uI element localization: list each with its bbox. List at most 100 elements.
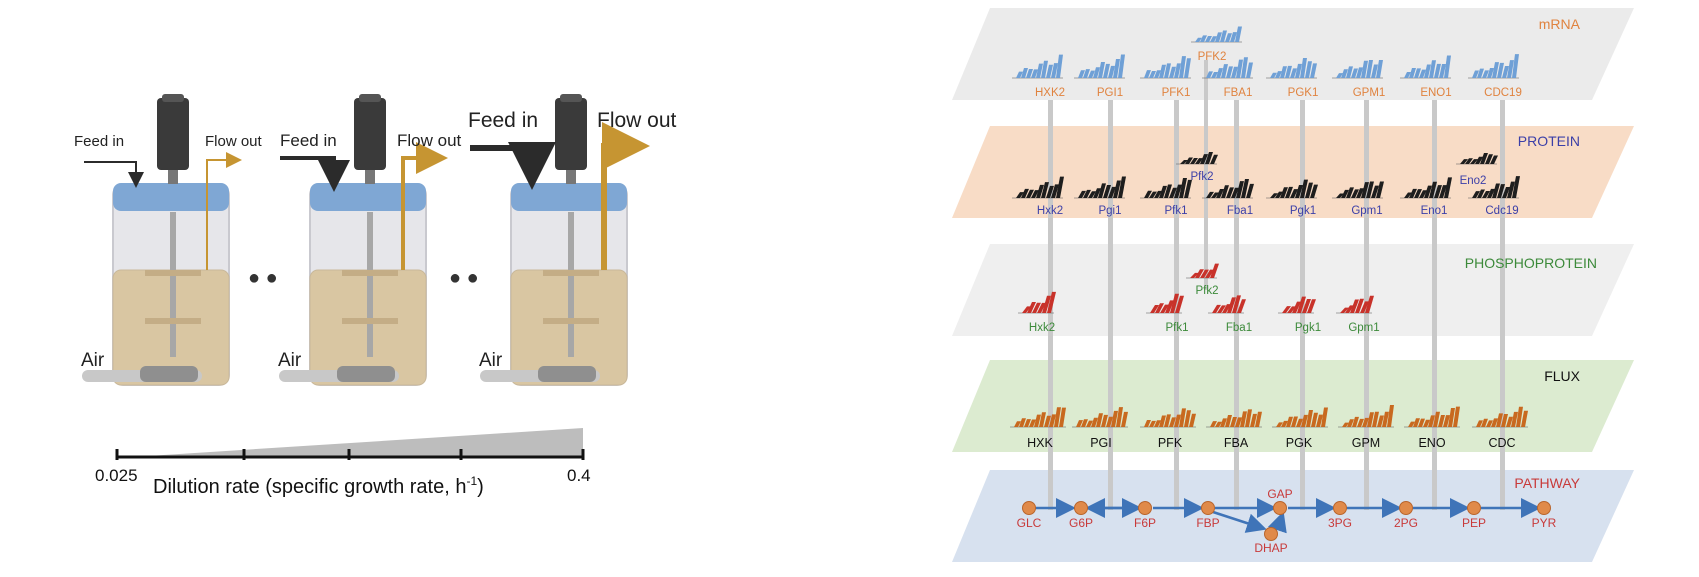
histogram-bar: [1210, 263, 1219, 278]
feed-label-2: Feed in: [280, 131, 337, 150]
histogram-bar: [1108, 65, 1115, 78]
histogram-bar: [1377, 415, 1384, 427]
histogram-bar: [1210, 421, 1217, 427]
histogram-bar: [1497, 62, 1504, 78]
histogram-bar: [1360, 301, 1369, 313]
mrna-label: PGK1: [1288, 87, 1319, 99]
phospho-label: Pfk1: [1165, 322, 1188, 334]
histogram-bar: [1235, 26, 1242, 42]
histogram-bar: [1362, 417, 1369, 427]
histogram-bar: [1424, 185, 1432, 198]
histogram-bar: [1476, 420, 1483, 427]
histogram-bar: [1482, 70, 1489, 78]
histogram-bar: [1093, 188, 1101, 198]
histogram-bar: [1434, 185, 1442, 198]
histogram-bar: [1290, 189, 1298, 198]
histogram-bar: [1448, 407, 1455, 427]
histogram-bar: [1487, 68, 1494, 78]
feed-label-1: Feed in: [74, 133, 124, 150]
histogram-bar: [1232, 295, 1241, 313]
histogram-bar: [1220, 30, 1227, 42]
histogram-bar: [1496, 413, 1503, 427]
histogram-bar: [1409, 68, 1416, 78]
pathway-node-label: F6P: [1134, 516, 1156, 530]
histogram-bar: [1444, 55, 1451, 78]
histogram-bar: [1227, 297, 1236, 313]
histogram-bar: [1302, 299, 1311, 313]
histogram-bar: [1205, 36, 1212, 42]
histogram-bar: [1195, 37, 1202, 42]
histogram-bar: [1424, 64, 1431, 78]
phospho-extra-label: Pfk2: [1195, 285, 1218, 297]
histogram-bar: [1160, 304, 1169, 313]
histogram-bar: [1465, 158, 1473, 164]
histogram-bar: [1276, 422, 1283, 427]
pathway-node: [1264, 527, 1278, 541]
histogram-bar: [1029, 419, 1036, 427]
histogram-bar: [1205, 269, 1214, 278]
histogram-bar: [1491, 418, 1498, 427]
pathway-node: [1537, 501, 1551, 515]
histogram-bar: [1170, 293, 1179, 313]
histogram-bar: [1387, 405, 1394, 427]
histogram-bar: [1051, 63, 1058, 78]
histogram-bar: [1409, 188, 1417, 198]
histogram-bar: [1404, 192, 1412, 198]
histogram-bar: [1492, 183, 1500, 198]
histogram-bar: [1159, 185, 1167, 198]
histogram-bar: [1098, 62, 1105, 78]
histogram-bar: [1195, 158, 1203, 164]
separator-2: ● ●: [449, 267, 479, 289]
histogram-bar: [1414, 68, 1421, 78]
histogram-bar: [1237, 299, 1246, 313]
pathway-node-label: FBP: [1196, 516, 1219, 530]
histogram-bar: [1091, 417, 1098, 427]
histogram-bar: [1429, 181, 1437, 198]
mrna-label: ENO1: [1420, 87, 1451, 99]
pathway-node: [1074, 501, 1088, 515]
histogram-bar: [1159, 64, 1166, 78]
histogram-bar: [1019, 418, 1026, 427]
histogram-bar: [1113, 180, 1121, 198]
histogram-bar: [1301, 414, 1308, 427]
histogram-bar: [1169, 66, 1176, 78]
histogram-bar: [1433, 411, 1440, 427]
histogram-bar: [1341, 189, 1349, 198]
histogram-bar: [1225, 414, 1232, 427]
histogram-bar: [1241, 178, 1249, 198]
histogram-bar: [1485, 154, 1493, 164]
histogram-bar: [1453, 406, 1460, 427]
histogram-bar: [1345, 305, 1354, 313]
histogram-bar: [1221, 185, 1229, 198]
histogram-bar: [1083, 189, 1091, 198]
protein-label: Pgk1: [1290, 205, 1316, 217]
histogram-bar: [1150, 305, 1159, 313]
protein-layer-title: PROTEIN: [1518, 133, 1580, 149]
histogram-bar: [1346, 66, 1353, 78]
histogram-bar: [1367, 412, 1374, 427]
histogram-bar: [1169, 187, 1177, 198]
histogram-bar: [1350, 299, 1359, 313]
air-label-2: Air: [278, 350, 302, 371]
histogram-bar: [1078, 190, 1086, 198]
histogram-bar: [1103, 185, 1111, 198]
histogram-bar: [1356, 188, 1364, 198]
phospho-label: Hxk2: [1029, 322, 1055, 334]
histogram-bar: [1056, 54, 1063, 78]
mrna-histograms: [1012, 26, 1519, 79]
histogram-bar: [1088, 70, 1095, 78]
histogram-bar: [1311, 412, 1318, 427]
histogram-bar: [1490, 155, 1498, 164]
histogram-bar: [1481, 418, 1488, 427]
protein-extra-label: Pfk2: [1190, 171, 1213, 183]
pathway-node: [1138, 501, 1152, 515]
histogram-bar: [1190, 272, 1199, 278]
pathway-node-label: 3PG: [1328, 516, 1352, 530]
histogram-bar: [1210, 154, 1218, 164]
histogram-bar: [1154, 70, 1161, 78]
pathway-node-label: PYR: [1532, 516, 1557, 530]
histogram-bar: [1280, 66, 1287, 78]
histogram-bar: [1357, 418, 1364, 427]
pathway-node: [1467, 501, 1481, 515]
protein-label: Eno1: [1421, 205, 1448, 217]
